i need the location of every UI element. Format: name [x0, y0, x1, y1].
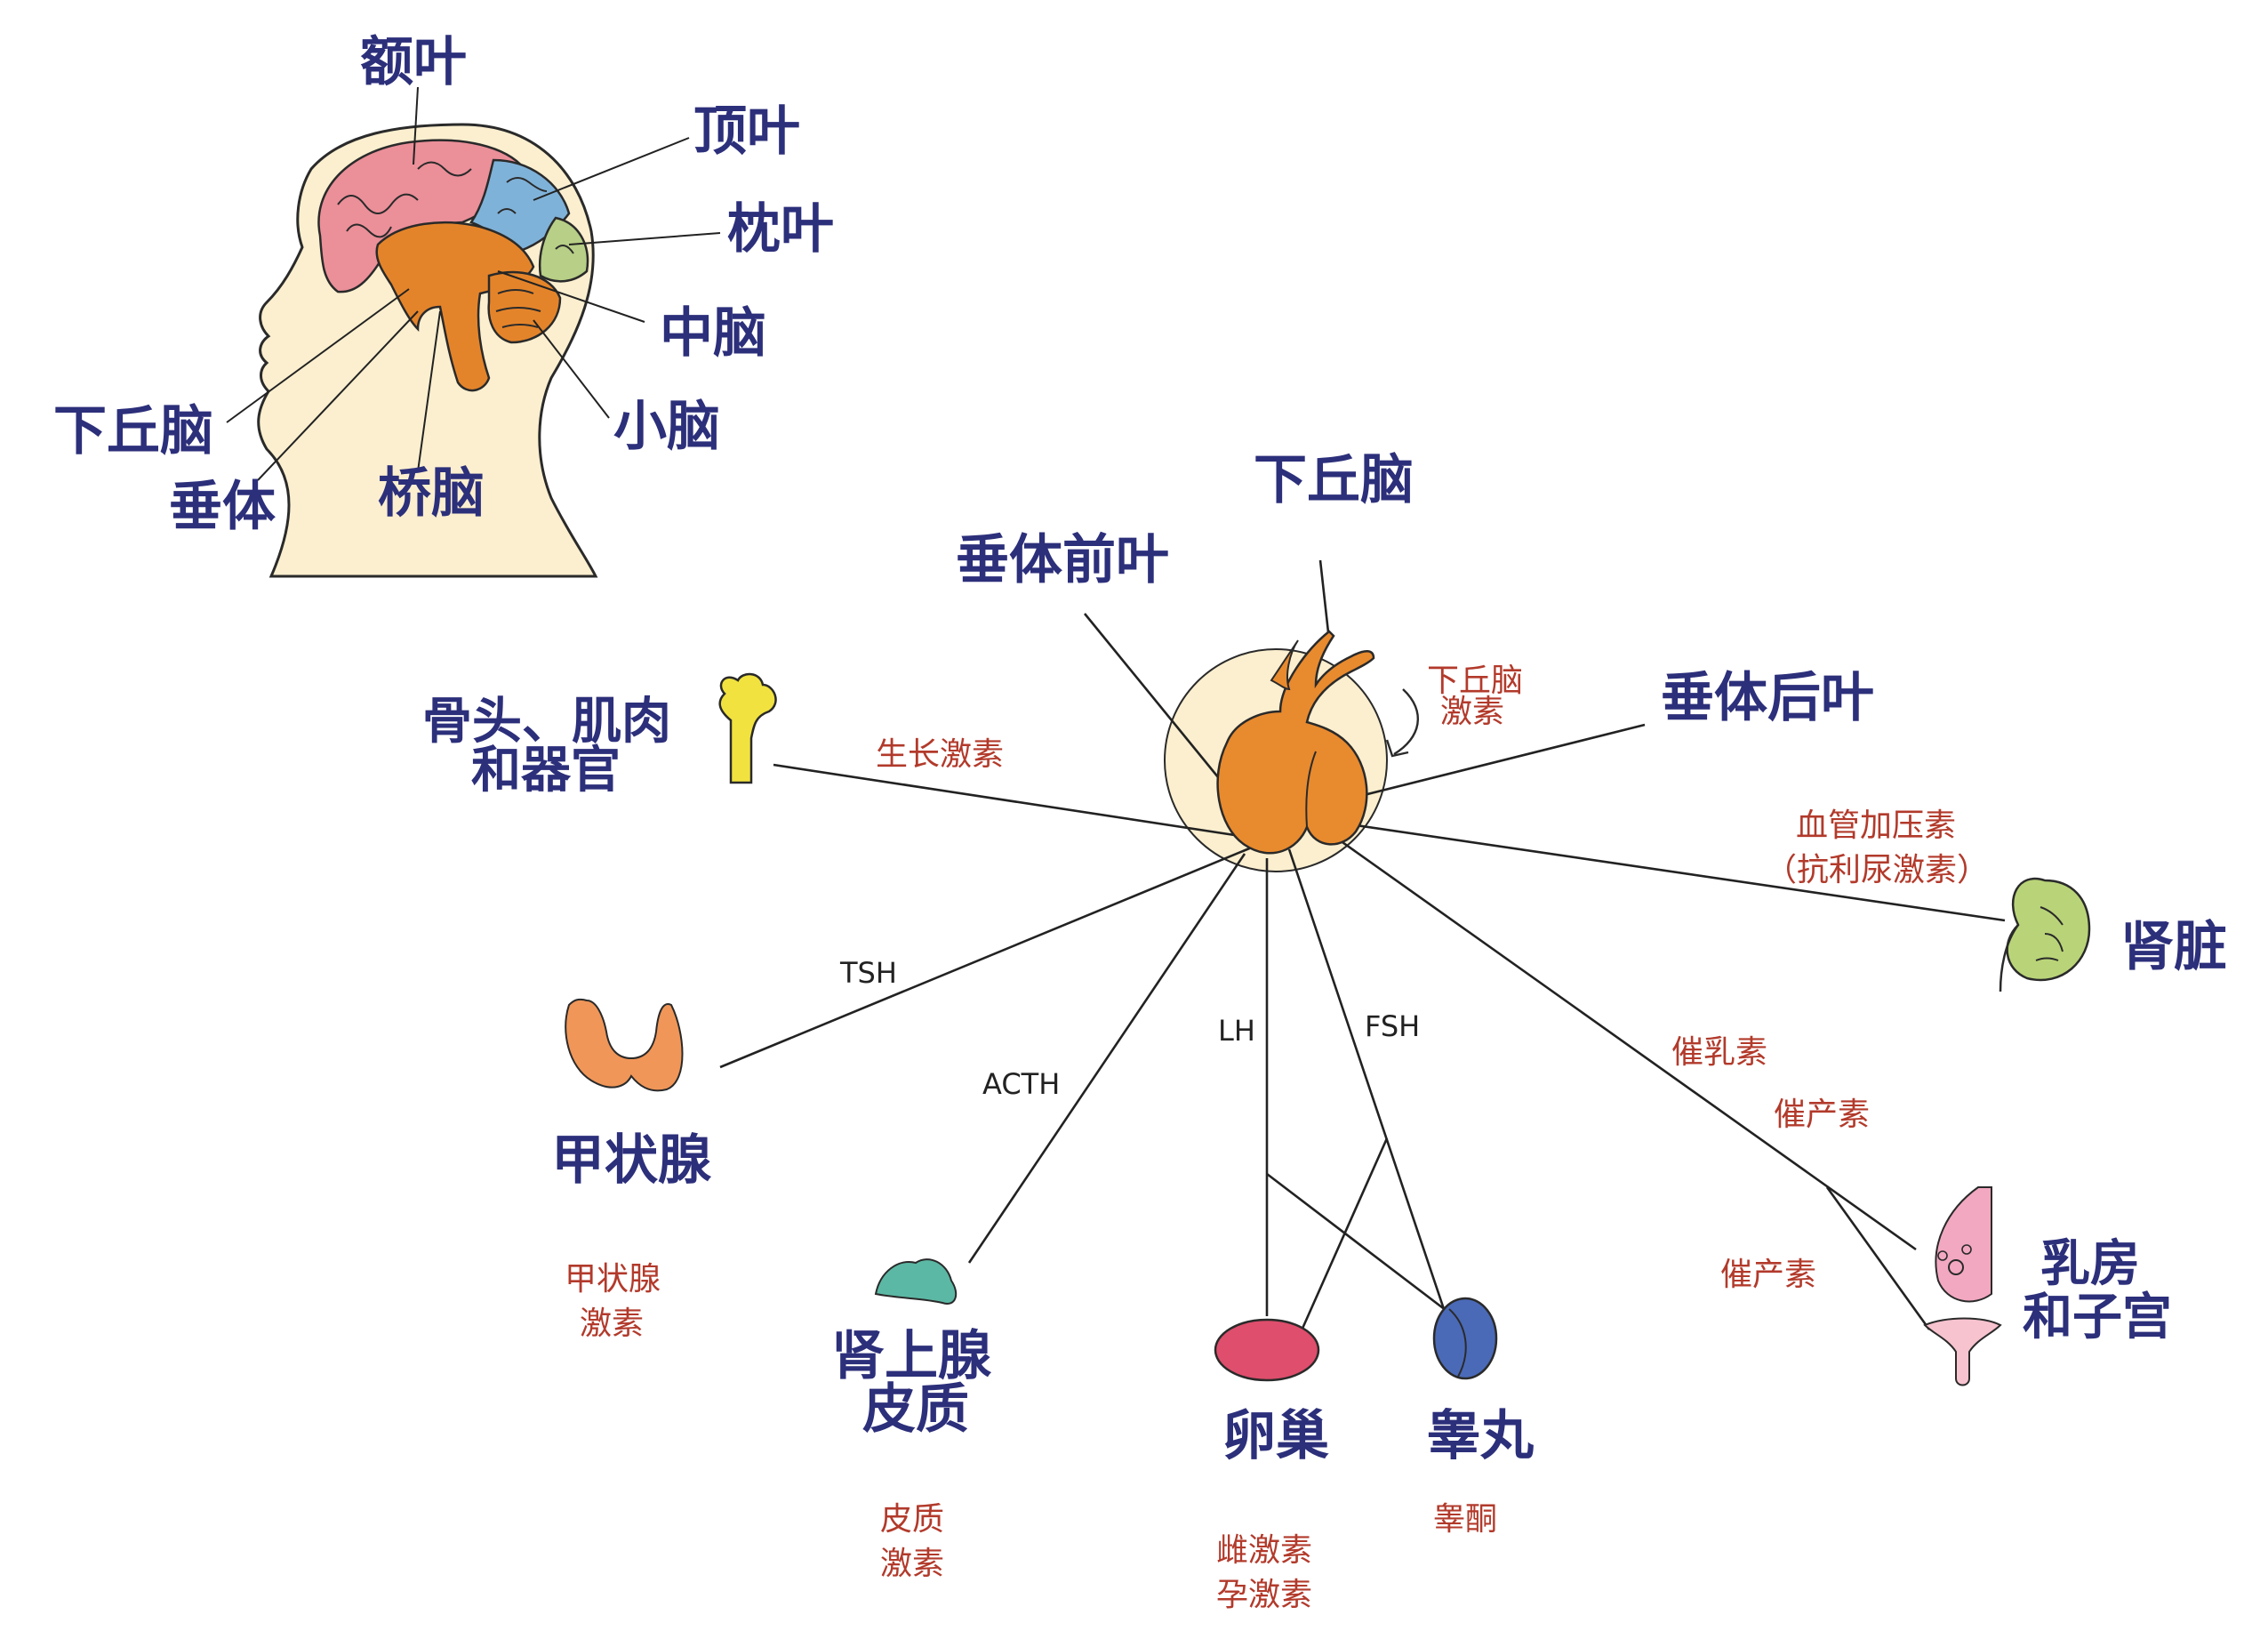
label-adrenal-1: 肾上腺 [831, 1325, 992, 1387]
label-kidney: 肾脏 [2120, 916, 2227, 978]
ovary-icon [1214, 1318, 1320, 1382]
hormone-fsh: FSH [1365, 1009, 1420, 1043]
kidney-icon [1999, 877, 2091, 992]
hormone-lh: LH [1218, 1014, 1255, 1048]
head-illustration [257, 123, 598, 578]
label-pituitary: 垂体 [169, 476, 276, 538]
label-parietal-lobe: 顶叶 [693, 100, 800, 163]
hypothalamic-hormone-arrow [1393, 688, 1419, 756]
hormone-acth: ACTH [982, 1067, 1060, 1101]
occipital-lobe [538, 216, 589, 283]
label-testis: 睾丸 [1427, 1405, 1534, 1467]
label-breast-1: 乳房 [2040, 1235, 2140, 1293]
hormone-cortical-2: 激素 [880, 1546, 944, 1582]
label-posterior-pituitary: 垂体后叶 [1661, 667, 1874, 729]
pituitary-gland [1216, 630, 1375, 855]
label-hypothalamic-hormone-1: 下丘脑 [1427, 663, 1523, 699]
hormone-vasopressin-2: （抗利尿激素） [1765, 852, 1989, 888]
hormone-testosterone: 睾酮 [1433, 1501, 1497, 1538]
label-occipital-lobe: 枕叶 [727, 198, 834, 261]
testis-icon [1432, 1297, 1498, 1380]
label-bone-1: 骨头、肌肉 [422, 693, 671, 751]
hormone-progesterone: 孕激素 [1216, 1577, 1312, 1613]
label-center-hypothalamus: 下丘脑 [1254, 449, 1414, 511]
label-anterior-pituitary: 垂体前叶 [956, 529, 1169, 591]
label-breast-2: 和子宫 [2023, 1289, 2172, 1346]
label-thyroid: 甲状腺 [551, 1129, 712, 1192]
hormone-oxytocin-upper: 催产素 [1774, 1097, 1870, 1133]
label-hypothalamic-hormone-2: 激素 [1440, 694, 1504, 730]
hormone-tsh: TSH [839, 956, 897, 990]
label-adrenal-2: 皮质 [862, 1378, 969, 1441]
brain-gyri [337, 161, 574, 254]
label-pons: 桥脑 [378, 462, 485, 525]
hormone-prolactin: 催乳素 [1671, 1034, 1767, 1071]
bone-icon [718, 672, 777, 784]
hormone-vasopressin-1: 血管加压素 [1796, 807, 1956, 844]
uterus-icon [1923, 1317, 2002, 1386]
hormone-oxytocin-lower: 催产素 [1720, 1257, 1816, 1293]
label-hypothalamus: 下丘脑 [53, 400, 213, 462]
label-frontal-lobe: 额叶 [360, 31, 467, 93]
hormone-growth: 生长激素 [876, 736, 1004, 773]
hormone-cortical-1: 皮质 [880, 1501, 944, 1538]
label-bone-2: 和器官 [471, 742, 621, 799]
label-midbrain: 中脑 [660, 302, 766, 365]
thyroid-icon [565, 998, 684, 1092]
label-cerebellum: 小脑 [613, 396, 720, 458]
hormone-estrogen: 雌激素 [1216, 1532, 1312, 1569]
breast-icon [1935, 1186, 1992, 1303]
label-ovary: 卵巢 [1222, 1405, 1329, 1467]
brain-leader-lines [226, 86, 721, 481]
hormone-lines [719, 559, 2006, 1339]
adrenal-icon [874, 1258, 958, 1305]
arrow-head [1385, 739, 1409, 758]
cerebellum-folds [495, 289, 541, 328]
hormone-thyroid-1: 甲状腺 [565, 1261, 661, 1298]
hormone-thyroid-2: 激素 [580, 1306, 644, 1342]
